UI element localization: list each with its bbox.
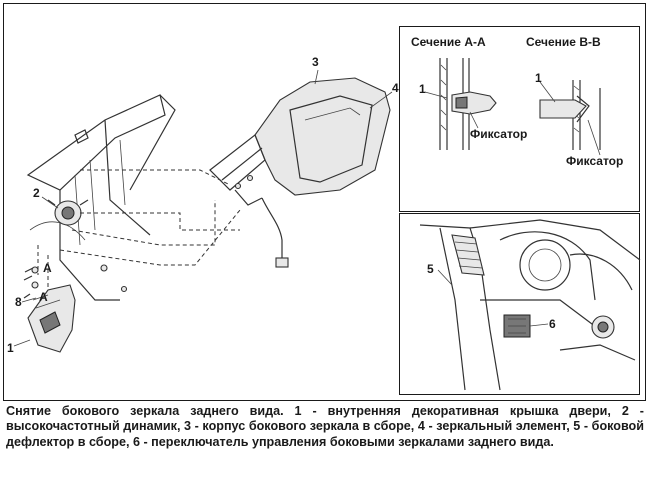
fasteners-drawing (23, 264, 128, 299)
door-frame-drawing (26, 94, 176, 301)
callout-a-lower: А (39, 290, 48, 304)
section-a-title: Сечение А-А (411, 35, 486, 49)
callout-1-section-a: 1 (419, 82, 426, 96)
callout-4: 4 (392, 81, 399, 95)
leader-lines (13, 69, 393, 347)
callout-a-upper: А (43, 261, 52, 275)
callout-1-main: 1 (7, 341, 14, 355)
callout-1-section-b: 1 (535, 71, 542, 85)
callout-5: 5 (427, 262, 434, 276)
assembly-lines (37, 169, 241, 290)
dashboard-drawing (419, 219, 641, 391)
tweeter-speaker-drawing (47, 199, 89, 226)
section-inset-frame (399, 26, 640, 212)
main-illustration-frame (3, 3, 646, 401)
callout-3: 3 (312, 55, 319, 69)
callout-2: 2 (33, 186, 40, 200)
section-a-drawing (424, 58, 497, 150)
section-b-title: Сечение В-В (526, 35, 601, 49)
callout-6: 6 (549, 317, 556, 331)
callout-8: 8 (15, 295, 22, 309)
mirror-housing-drawing (209, 77, 391, 268)
dashboard-inset-frame (399, 213, 640, 395)
inner-trim-cover-drawing (27, 284, 76, 353)
figure-caption: Снятие бокового зеркала заднего вида. 1 … (6, 404, 644, 449)
section-b-drawing (539, 80, 601, 156)
fixator-label-b: Фиксатор (566, 154, 624, 168)
fixator-label-a: Фиксатор (470, 127, 528, 141)
